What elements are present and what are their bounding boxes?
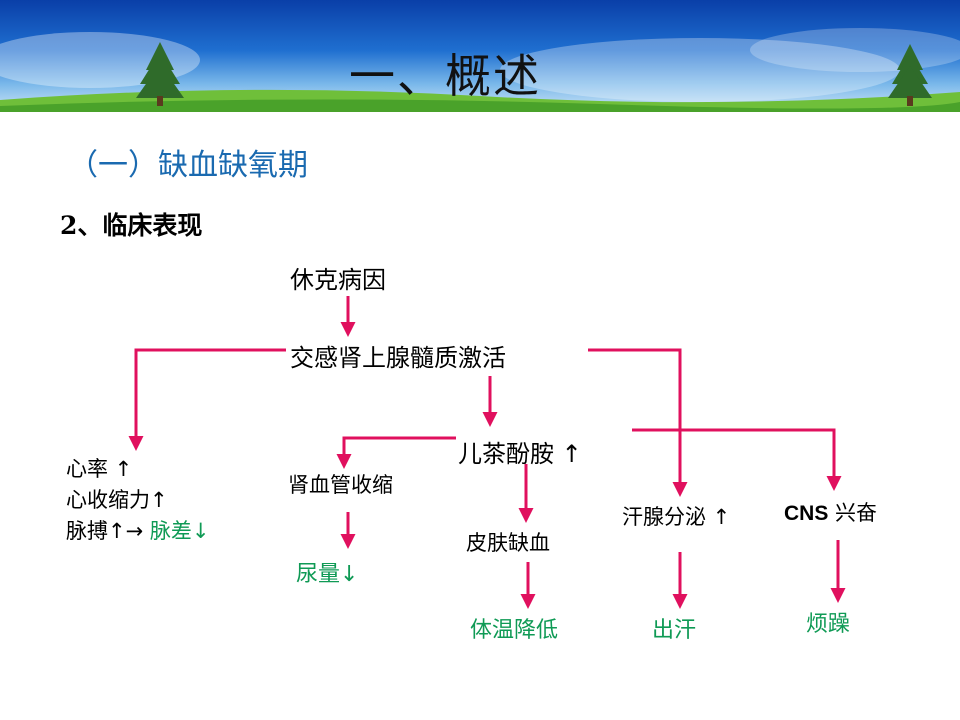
pulse-pressure-result: 脉差↓ bbox=[149, 519, 210, 543]
header-banner: 一、概述 bbox=[0, 0, 960, 112]
node-cause: 休克病因 bbox=[290, 266, 386, 294]
cns-excitation: 兴奋 bbox=[828, 501, 878, 525]
node-skin-ischemia: 皮肤缺血 bbox=[466, 531, 550, 555]
node-contractility: 心收缩力↑ bbox=[66, 488, 168, 512]
node-body-temperature: 体温降低 bbox=[470, 618, 559, 643]
section-heading: （一）缺血缺氧期 bbox=[68, 148, 308, 183]
slide-title: 一、概述 bbox=[349, 49, 541, 103]
node-heart-rate: 心率 ↑ bbox=[66, 457, 133, 481]
node-irritability: 烦躁 bbox=[806, 612, 851, 637]
node-pulse: 脉搏↑→ 脉差↓ bbox=[66, 516, 209, 547]
subsection-heading: 2、临床表现 bbox=[60, 211, 203, 240]
node-sweating: 出汗 bbox=[652, 618, 697, 643]
arrow-catecholamine-to-renal bbox=[336, 436, 456, 469]
node-sweat-gland: 汗腺分泌 ↑ bbox=[622, 505, 731, 529]
arrow-activation-to-heart bbox=[128, 348, 286, 451]
pulse-text: 脉搏↑→ bbox=[66, 519, 150, 543]
arrow-activation-to-sweat-gland bbox=[588, 348, 688, 497]
sky-landscape-image bbox=[0, 28, 960, 112]
cns-label: CNS bbox=[784, 502, 829, 525]
node-cns: CNS 兴奋 bbox=[784, 498, 877, 529]
arrow-catecholamine-to-cns bbox=[632, 428, 842, 491]
node-renal-vasoconstriction: 肾血管收缩 bbox=[288, 473, 393, 497]
node-urine-output: 尿量↓ bbox=[296, 562, 359, 587]
node-catecholamine: 儿茶酚胺 ↑ bbox=[458, 440, 582, 468]
node-activation: 交感肾上腺髓质激活 bbox=[290, 344, 506, 372]
